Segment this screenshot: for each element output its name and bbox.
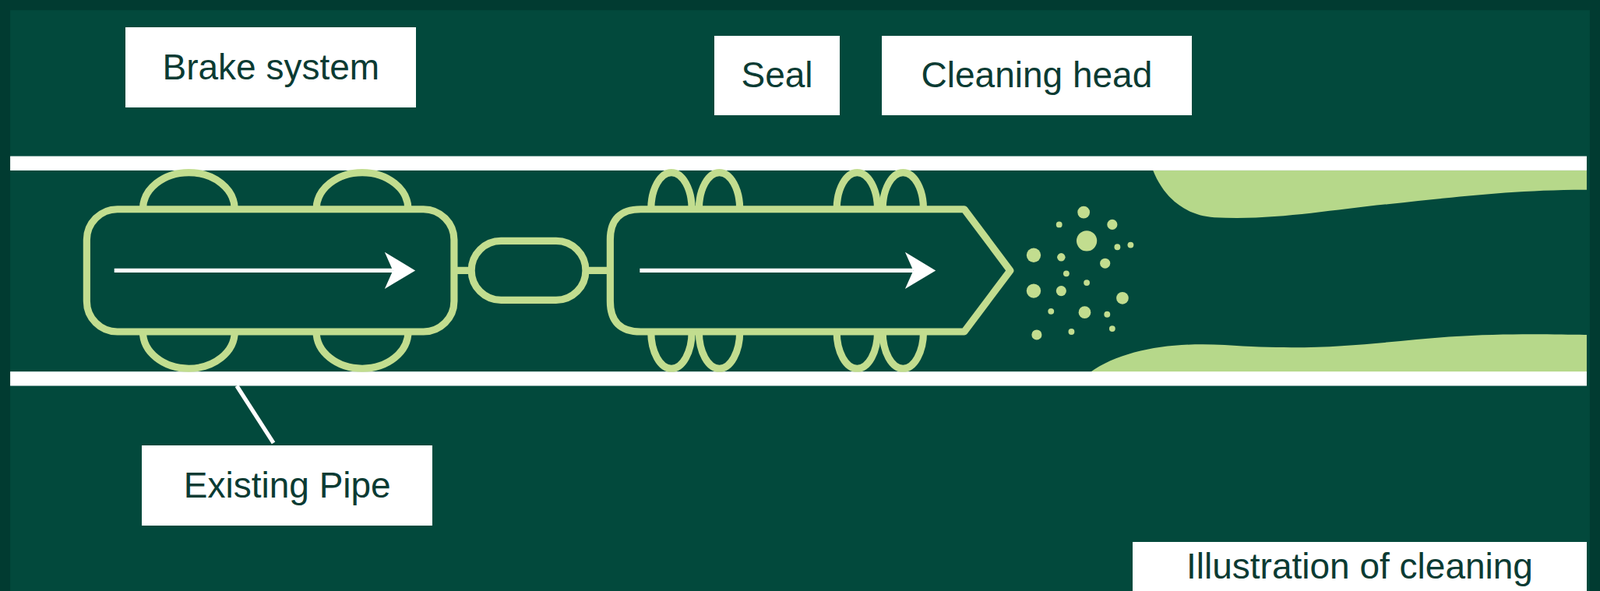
- label-text: Brake system: [162, 45, 416, 89]
- spray-dot: [1083, 279, 1090, 286]
- spray-dot: [1106, 219, 1118, 230]
- spray-dot: [1031, 329, 1042, 340]
- part-label: Cleaning head: [881, 35, 1192, 116]
- spray-dot: [1113, 243, 1121, 251]
- spray-dot: [1056, 285, 1067, 297]
- direction-arrow: [114, 268, 394, 273]
- cleaning-module: [609, 209, 1011, 332]
- spray-dot: [1056, 221, 1063, 228]
- deposit: [1152, 170, 1587, 219]
- part-label: Seal: [714, 35, 840, 116]
- spray-dot: [1109, 325, 1116, 332]
- spray-dot: [1026, 283, 1041, 298]
- label-text: Illustration of cleaning: [1186, 545, 1587, 589]
- arrow-head: [905, 252, 936, 289]
- label-text: Cleaning head: [921, 53, 1192, 97]
- spray-dot: [1116, 292, 1129, 305]
- part-label: Illustration of cleaning: [1132, 542, 1587, 591]
- deposit: [1089, 334, 1587, 373]
- spray-dot: [1099, 258, 1111, 269]
- brake-module: [86, 209, 455, 332]
- coupling-link: [471, 240, 586, 300]
- spray-dot: [1063, 270, 1070, 277]
- spray-dot: [1103, 311, 1111, 318]
- label-text: Seal: [740, 53, 840, 97]
- spray-dot: [1026, 248, 1041, 263]
- arrow-head: [384, 252, 416, 289]
- spray-dot: [1057, 253, 1065, 261]
- label-text: Existing Pipe: [183, 464, 434, 508]
- spray-dot: [1127, 242, 1134, 249]
- spray-dot: [1047, 308, 1054, 315]
- background-panel: [10, 10, 1590, 591]
- leader-line: [236, 386, 274, 444]
- spray-dot: [1068, 328, 1075, 335]
- direction-arrow: [639, 268, 913, 273]
- spray-dot: [1076, 230, 1097, 251]
- part-label: Brake system: [125, 27, 416, 107]
- pipe-wall: [10, 156, 1587, 171]
- spray-dot: [1077, 206, 1090, 219]
- spray-dot: [1078, 306, 1092, 319]
- pipe-wall: [10, 371, 1587, 386]
- part-label: Existing Pipe: [141, 445, 433, 526]
